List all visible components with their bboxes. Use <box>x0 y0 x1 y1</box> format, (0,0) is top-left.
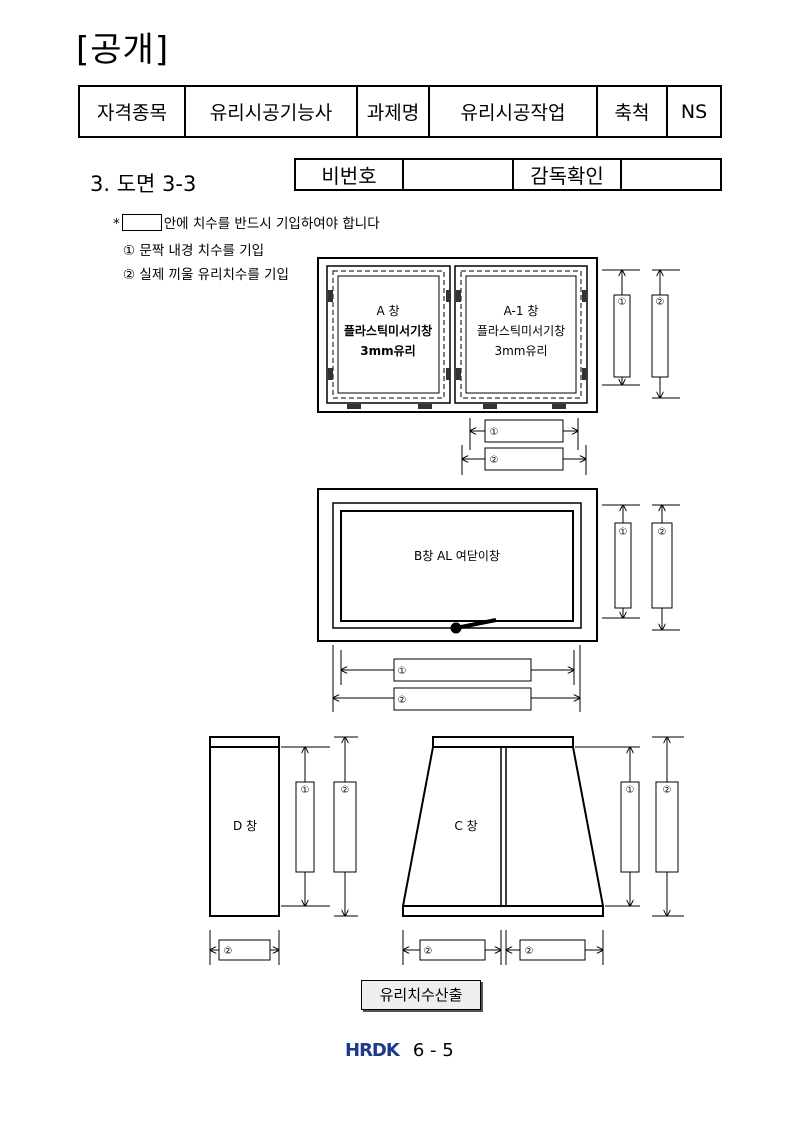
dim-mark-1: ① <box>626 785 635 796</box>
note-line-1-text: 안에 치수를 반드시 기입하여야 합니다 <box>163 216 380 232</box>
signature-table: 비번호 감독확인 <box>294 158 722 191</box>
dim-mark-1: ① <box>490 427 499 438</box>
hrdk-logo: HRDK <box>345 1040 400 1061</box>
note-star: * <box>113 216 120 232</box>
qualification-label: 자격종목 <box>78 85 186 138</box>
task-value: 유리시공작업 <box>428 85 598 138</box>
supervisor-confirm-field[interactable] <box>620 158 722 191</box>
footer: HRDK 6 - 5 <box>345 1040 454 1061</box>
scale-value: NS <box>666 85 722 138</box>
dim-mark-2: ② <box>341 785 350 796</box>
dim-mark-2: ② <box>224 946 233 957</box>
note-line-3: ② 실제 끼울 유리치수를 기입 <box>123 267 289 283</box>
window-c-group <box>402 736 684 965</box>
id-number-field[interactable] <box>402 158 514 191</box>
calculate-glass-size-button[interactable]: 유리치수산출 <box>361 980 481 1010</box>
window-a-label: A 창 <box>376 304 399 318</box>
window-a1-label: A-1 창 <box>504 304 539 318</box>
window-d-group <box>209 736 358 965</box>
scale-label: 축척 <box>596 85 668 138</box>
dim-mark-1: ① <box>398 666 407 677</box>
page-title: [공개] <box>76 30 170 70</box>
note-line-1: * 안에 치수를 반드시 기입하여야 합니다 <box>113 212 380 232</box>
window-c-label: C 창 <box>454 819 477 833</box>
window-a1-glass: 3mm유리 <box>494 344 547 358</box>
task-label: 과제명 <box>356 85 430 138</box>
info-table: 자격종목 유리시공기능사 과제명 유리시공작업 축척 NS <box>78 85 722 138</box>
dim-mark-1: ① <box>618 297 627 308</box>
dim-mark-2: ② <box>424 946 433 957</box>
dim-mark-1: ① <box>301 785 310 796</box>
dim-mark-1: ① <box>619 527 628 538</box>
note-line-2: ① 문짝 내경 치수를 기입 <box>123 243 265 259</box>
window-d-label: D 창 <box>233 819 257 833</box>
section-title: 3. 도면 3-3 <box>90 172 197 196</box>
window-b-label: B창 AL 여닫이창 <box>414 549 500 563</box>
id-number-label: 비번호 <box>294 158 404 191</box>
window-a-glass: 3mm유리 <box>360 343 415 358</box>
window-a-material: 플라스틱미서기창 <box>344 323 432 338</box>
window-a1-material: 플라스틱미서기창 <box>477 324 565 338</box>
dim-mark-2: ② <box>490 455 499 466</box>
dim-mark-2: ② <box>658 527 667 538</box>
supervisor-confirm-label: 감독확인 <box>512 158 622 191</box>
qualification-value: 유리시공기능사 <box>184 85 358 138</box>
note-box-sample <box>121 214 162 231</box>
window-a-group <box>317 257 680 475</box>
dim-mark-2: ② <box>398 695 407 706</box>
window-b-group <box>317 488 680 712</box>
dim-mark-2: ② <box>663 785 672 796</box>
dim-mark-2: ② <box>656 297 665 308</box>
page-number: 6 - 5 <box>412 1040 454 1061</box>
dim-mark-2: ② <box>525 946 534 957</box>
